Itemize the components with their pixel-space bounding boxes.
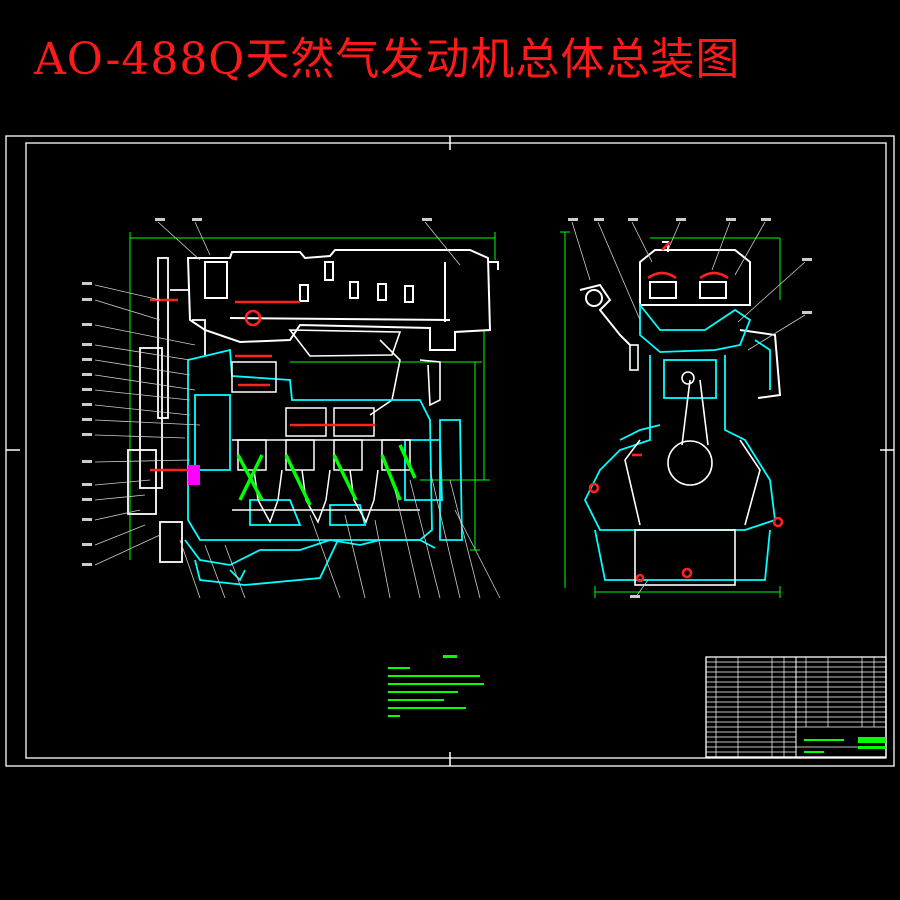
crank-and-rod (624, 344, 761, 586)
rocker-cover (288, 329, 441, 416)
timing-side (127, 257, 206, 563)
dimension-lines-left (129, 232, 496, 560)
technical-requirements-block (388, 655, 484, 717)
cylinder-head (186, 249, 499, 351)
engine-side-section-view (82, 218, 501, 599)
accent-parts (188, 465, 200, 485)
part-balloon-marks-left (82, 218, 432, 566)
dimension-lines-right (560, 231, 781, 598)
crankshaft-webs (236, 444, 417, 506)
parts-list-title-block (705, 656, 887, 758)
engine-cross-section-view (560, 218, 812, 599)
cross-section-cyan (583, 302, 776, 581)
leader-lines-right (571, 221, 806, 599)
drawing-title: AO-488Q天然气发动机总体总装图 (34, 34, 741, 85)
section-highlights-left (150, 298, 375, 472)
part-balloon-marks-right (568, 218, 812, 598)
leader-lines-left (94, 221, 501, 599)
section-highlights-right (588, 241, 784, 583)
sheet-frame (5, 135, 895, 767)
